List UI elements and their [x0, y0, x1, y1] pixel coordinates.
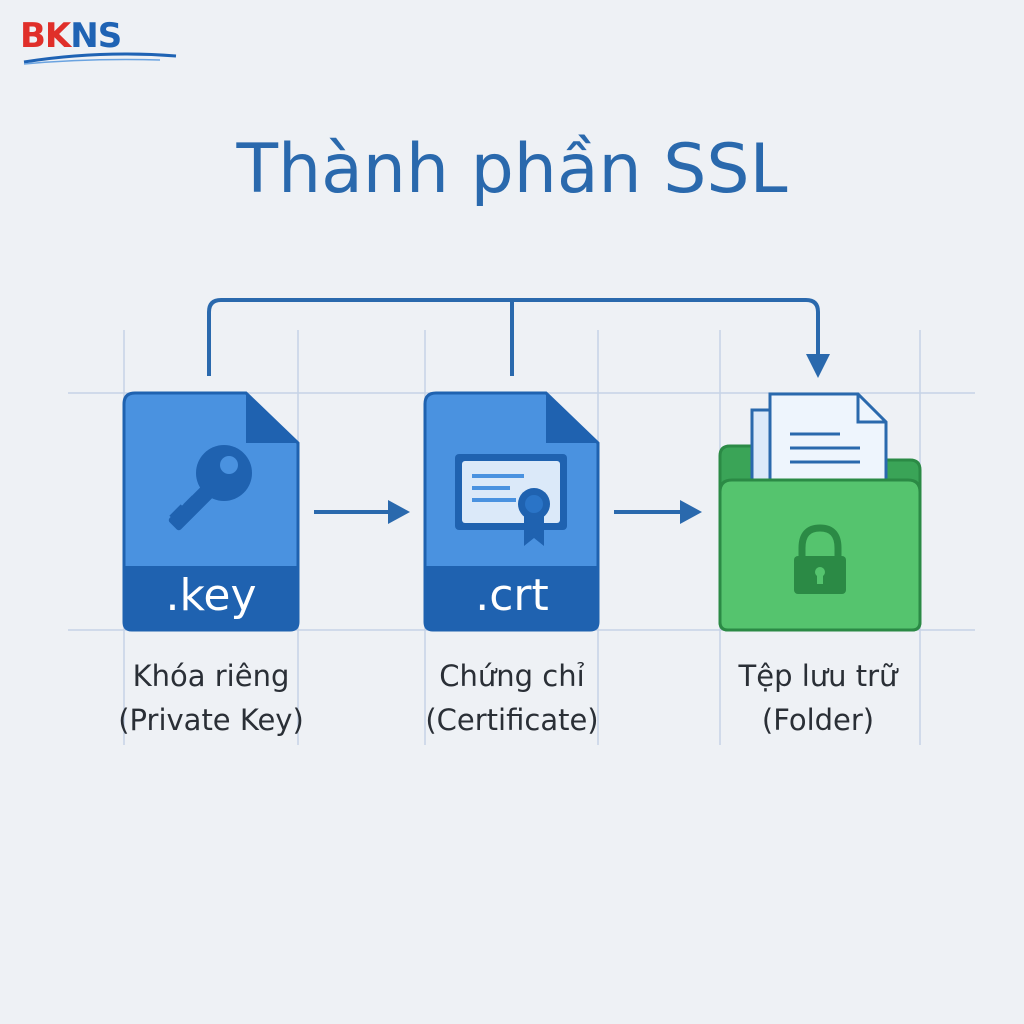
- connector-top: [207, 298, 820, 376]
- page-title: Thành phần SSL: [236, 130, 788, 209]
- key-icon: [168, 445, 252, 531]
- arrow-crt-to-folder: [614, 500, 702, 524]
- label-private-key-vi: Khóa riêng: [132, 659, 290, 693]
- label-certificate-en: (Certificate): [425, 703, 599, 737]
- folder-lock-icon: [718, 392, 922, 632]
- label-folder-vi: Tệp lưu trữ: [738, 659, 898, 693]
- connector-arrowhead: [806, 354, 830, 378]
- lock-icon: [794, 524, 846, 594]
- logo-swoosh-icon: [23, 52, 177, 65]
- label-certificate: Chứng chỉ (Certificate): [362, 654, 662, 742]
- certificate-icon: [455, 454, 567, 546]
- key-extension-label: .key: [165, 570, 257, 621]
- bkns-logo: BKNS: [20, 14, 180, 66]
- label-folder: Tệp lưu trữ (Folder): [668, 654, 968, 742]
- key-file-icon: [122, 391, 300, 632]
- crt-extension-label: .crt: [475, 570, 549, 621]
- label-private-key: Khóa riêng (Private Key): [61, 654, 361, 742]
- logo-part-blue: NS: [70, 16, 122, 56]
- logo-wordmark: BKNS: [20, 16, 122, 56]
- label-certificate-vi: Chứng chỉ: [439, 659, 585, 693]
- label-folder-en: (Folder): [761, 703, 875, 737]
- logo-part-red: BK: [20, 16, 71, 56]
- label-private-key-en: (Private Key): [118, 703, 304, 737]
- crt-file-icon: [423, 391, 600, 632]
- document-icon: [750, 392, 888, 494]
- arrow-key-to-crt: [314, 500, 410, 524]
